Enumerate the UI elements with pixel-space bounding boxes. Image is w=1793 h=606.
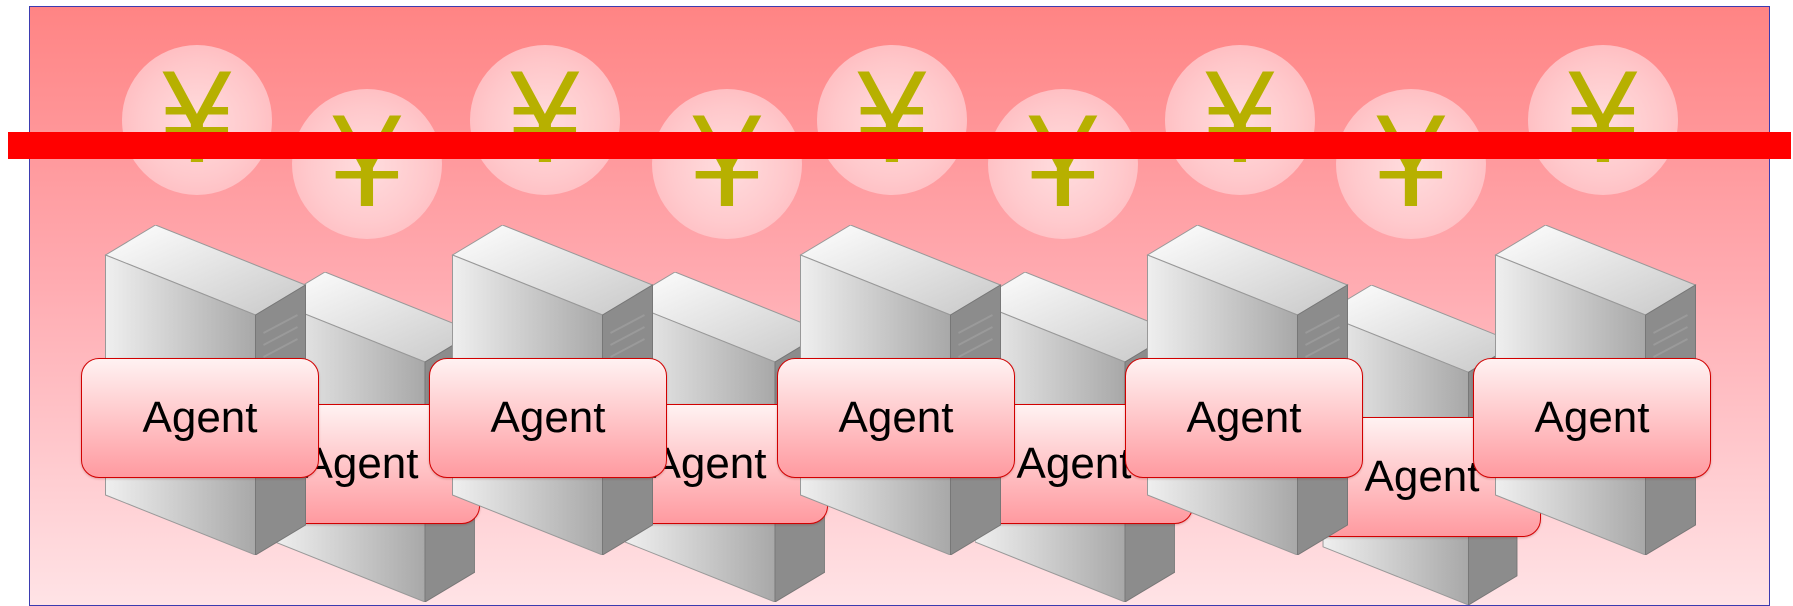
yen-symbol: ¥ <box>505 48 585 192</box>
strike-through-line <box>8 132 1791 159</box>
coin-circle <box>1336 89 1486 239</box>
yen-coin: ¥ <box>122 45 272 195</box>
yen-symbol: ¥ <box>1023 92 1103 236</box>
yen-coin: ¥ <box>652 89 802 239</box>
yen-coin: ¥ <box>1528 45 1678 195</box>
server-icon <box>451 225 654 555</box>
diagram-panel: ¥ ¥ ¥ ¥ ¥ ¥ ¥ ¥ ¥ <box>29 6 1770 606</box>
yen-coin: ¥ <box>988 89 1138 239</box>
coin-circle <box>1528 45 1678 195</box>
yen-symbol: ¥ <box>327 92 407 236</box>
yen-symbol: ¥ <box>157 48 237 192</box>
yen-coin: ¥ <box>470 45 620 195</box>
coin-circle <box>817 45 967 195</box>
coin-circle <box>1165 45 1315 195</box>
agent-box: Agent <box>429 358 667 478</box>
coin-circle <box>988 89 1138 239</box>
yen-coin: ¥ <box>1165 45 1315 195</box>
yen-coin: ¥ <box>817 45 967 195</box>
coin-circle <box>652 89 802 239</box>
coin-circle <box>292 89 442 239</box>
agent-box: Agent <box>1473 358 1711 478</box>
agent-box: Agent <box>81 358 319 478</box>
agent-box: Agent <box>777 358 1015 478</box>
yen-symbol: ¥ <box>687 92 767 236</box>
yen-symbol: ¥ <box>852 48 932 192</box>
yen-symbol: ¥ <box>1371 92 1451 236</box>
yen-symbol: ¥ <box>1563 48 1643 192</box>
yen-coin: ¥ <box>292 89 442 239</box>
yen-coin: ¥ <box>1336 89 1486 239</box>
coin-circle <box>122 45 272 195</box>
yen-symbol: ¥ <box>1200 48 1280 192</box>
agent-box: Agent <box>1125 358 1363 478</box>
coin-circle <box>470 45 620 195</box>
server-icon <box>799 225 1002 555</box>
